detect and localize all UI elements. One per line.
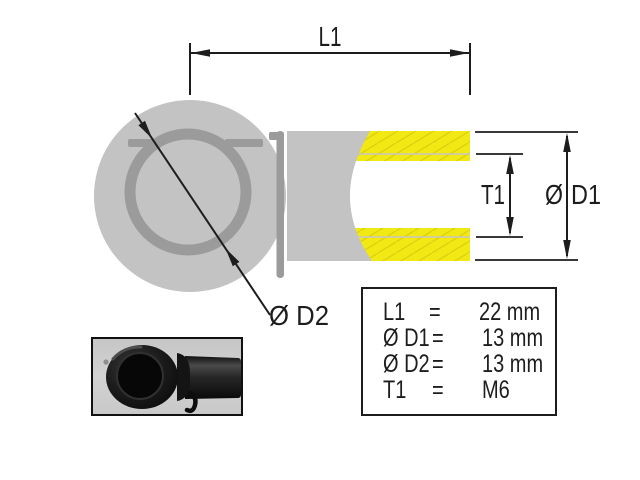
- d2-arrow-lower: [225, 248, 240, 267]
- photo-tube: [185, 356, 241, 399]
- photo-notch: [103, 359, 109, 365]
- label-d2: Ø D2: [269, 300, 329, 331]
- clip-groove-left: [128, 139, 153, 147]
- spec-row-l1: L1 = 22 mm: [383, 299, 555, 325]
- d2-arrow-upper: [138, 120, 153, 139]
- spec-table: L1 = 22 mm Ø D1 = 13 mm Ø D2 = 13 mm T1 …: [361, 287, 557, 416]
- spec-row-d2: Ø D2 = 13 mm: [383, 351, 555, 377]
- thread-zone: [348, 161, 470, 228]
- photo-clip-hook: [184, 390, 198, 414]
- spec-label: Ø D2: [383, 350, 430, 378]
- spec-value: 13 mm: [482, 324, 544, 352]
- band-yellow-top-hatch: [348, 131, 470, 161]
- d1-arrow-top: [563, 133, 571, 152]
- spec-value: 22 mm: [478, 298, 540, 326]
- photo-collar: [177, 353, 191, 401]
- d1-arrow-bottom: [563, 240, 571, 259]
- product-photo: [93, 339, 241, 414]
- label-t1: T1: [481, 179, 505, 210]
- t1-arrow-top: [506, 155, 514, 174]
- l1-arrow-left: [191, 49, 210, 57]
- label-d1-symbol: Ø: [545, 179, 563, 210]
- dimension-d1: [475, 131, 578, 261]
- photo-rim-highlight: [111, 345, 143, 361]
- spec-equals: =: [432, 324, 444, 352]
- dimension-l1: [189, 43, 471, 95]
- clip-pin: [276, 131, 284, 278]
- cylinder-body: [287, 131, 470, 261]
- spec-row-d1: Ø D1 = 13 mm: [383, 325, 555, 351]
- label-l1: L1: [319, 21, 342, 52]
- spec-equals: =: [428, 298, 441, 326]
- spec-value: M6: [482, 376, 510, 404]
- dimension-d2: [134, 112, 271, 316]
- d2-line: [134, 112, 271, 316]
- socket-ring: [124, 128, 252, 256]
- l1-arrow-right: [450, 49, 469, 57]
- spec-equals: =: [432, 376, 444, 404]
- spec-label: L1: [383, 298, 406, 326]
- spec-label: Ø D1: [383, 324, 430, 352]
- clip-groove-right: [225, 139, 263, 147]
- spring-clip: [269, 131, 284, 278]
- t1-arrow-bottom: [506, 217, 514, 236]
- photo-socket-opening: [116, 352, 164, 400]
- product-photo-frame: [91, 337, 243, 416]
- spec-value: 13 mm: [482, 350, 544, 378]
- spec-equals: =: [432, 350, 444, 378]
- label-d1: D1: [571, 179, 601, 210]
- spec-label: T1: [383, 376, 407, 404]
- spec-row-t1: T1 = M6: [383, 377, 555, 403]
- sleeve-gray: [287, 131, 372, 261]
